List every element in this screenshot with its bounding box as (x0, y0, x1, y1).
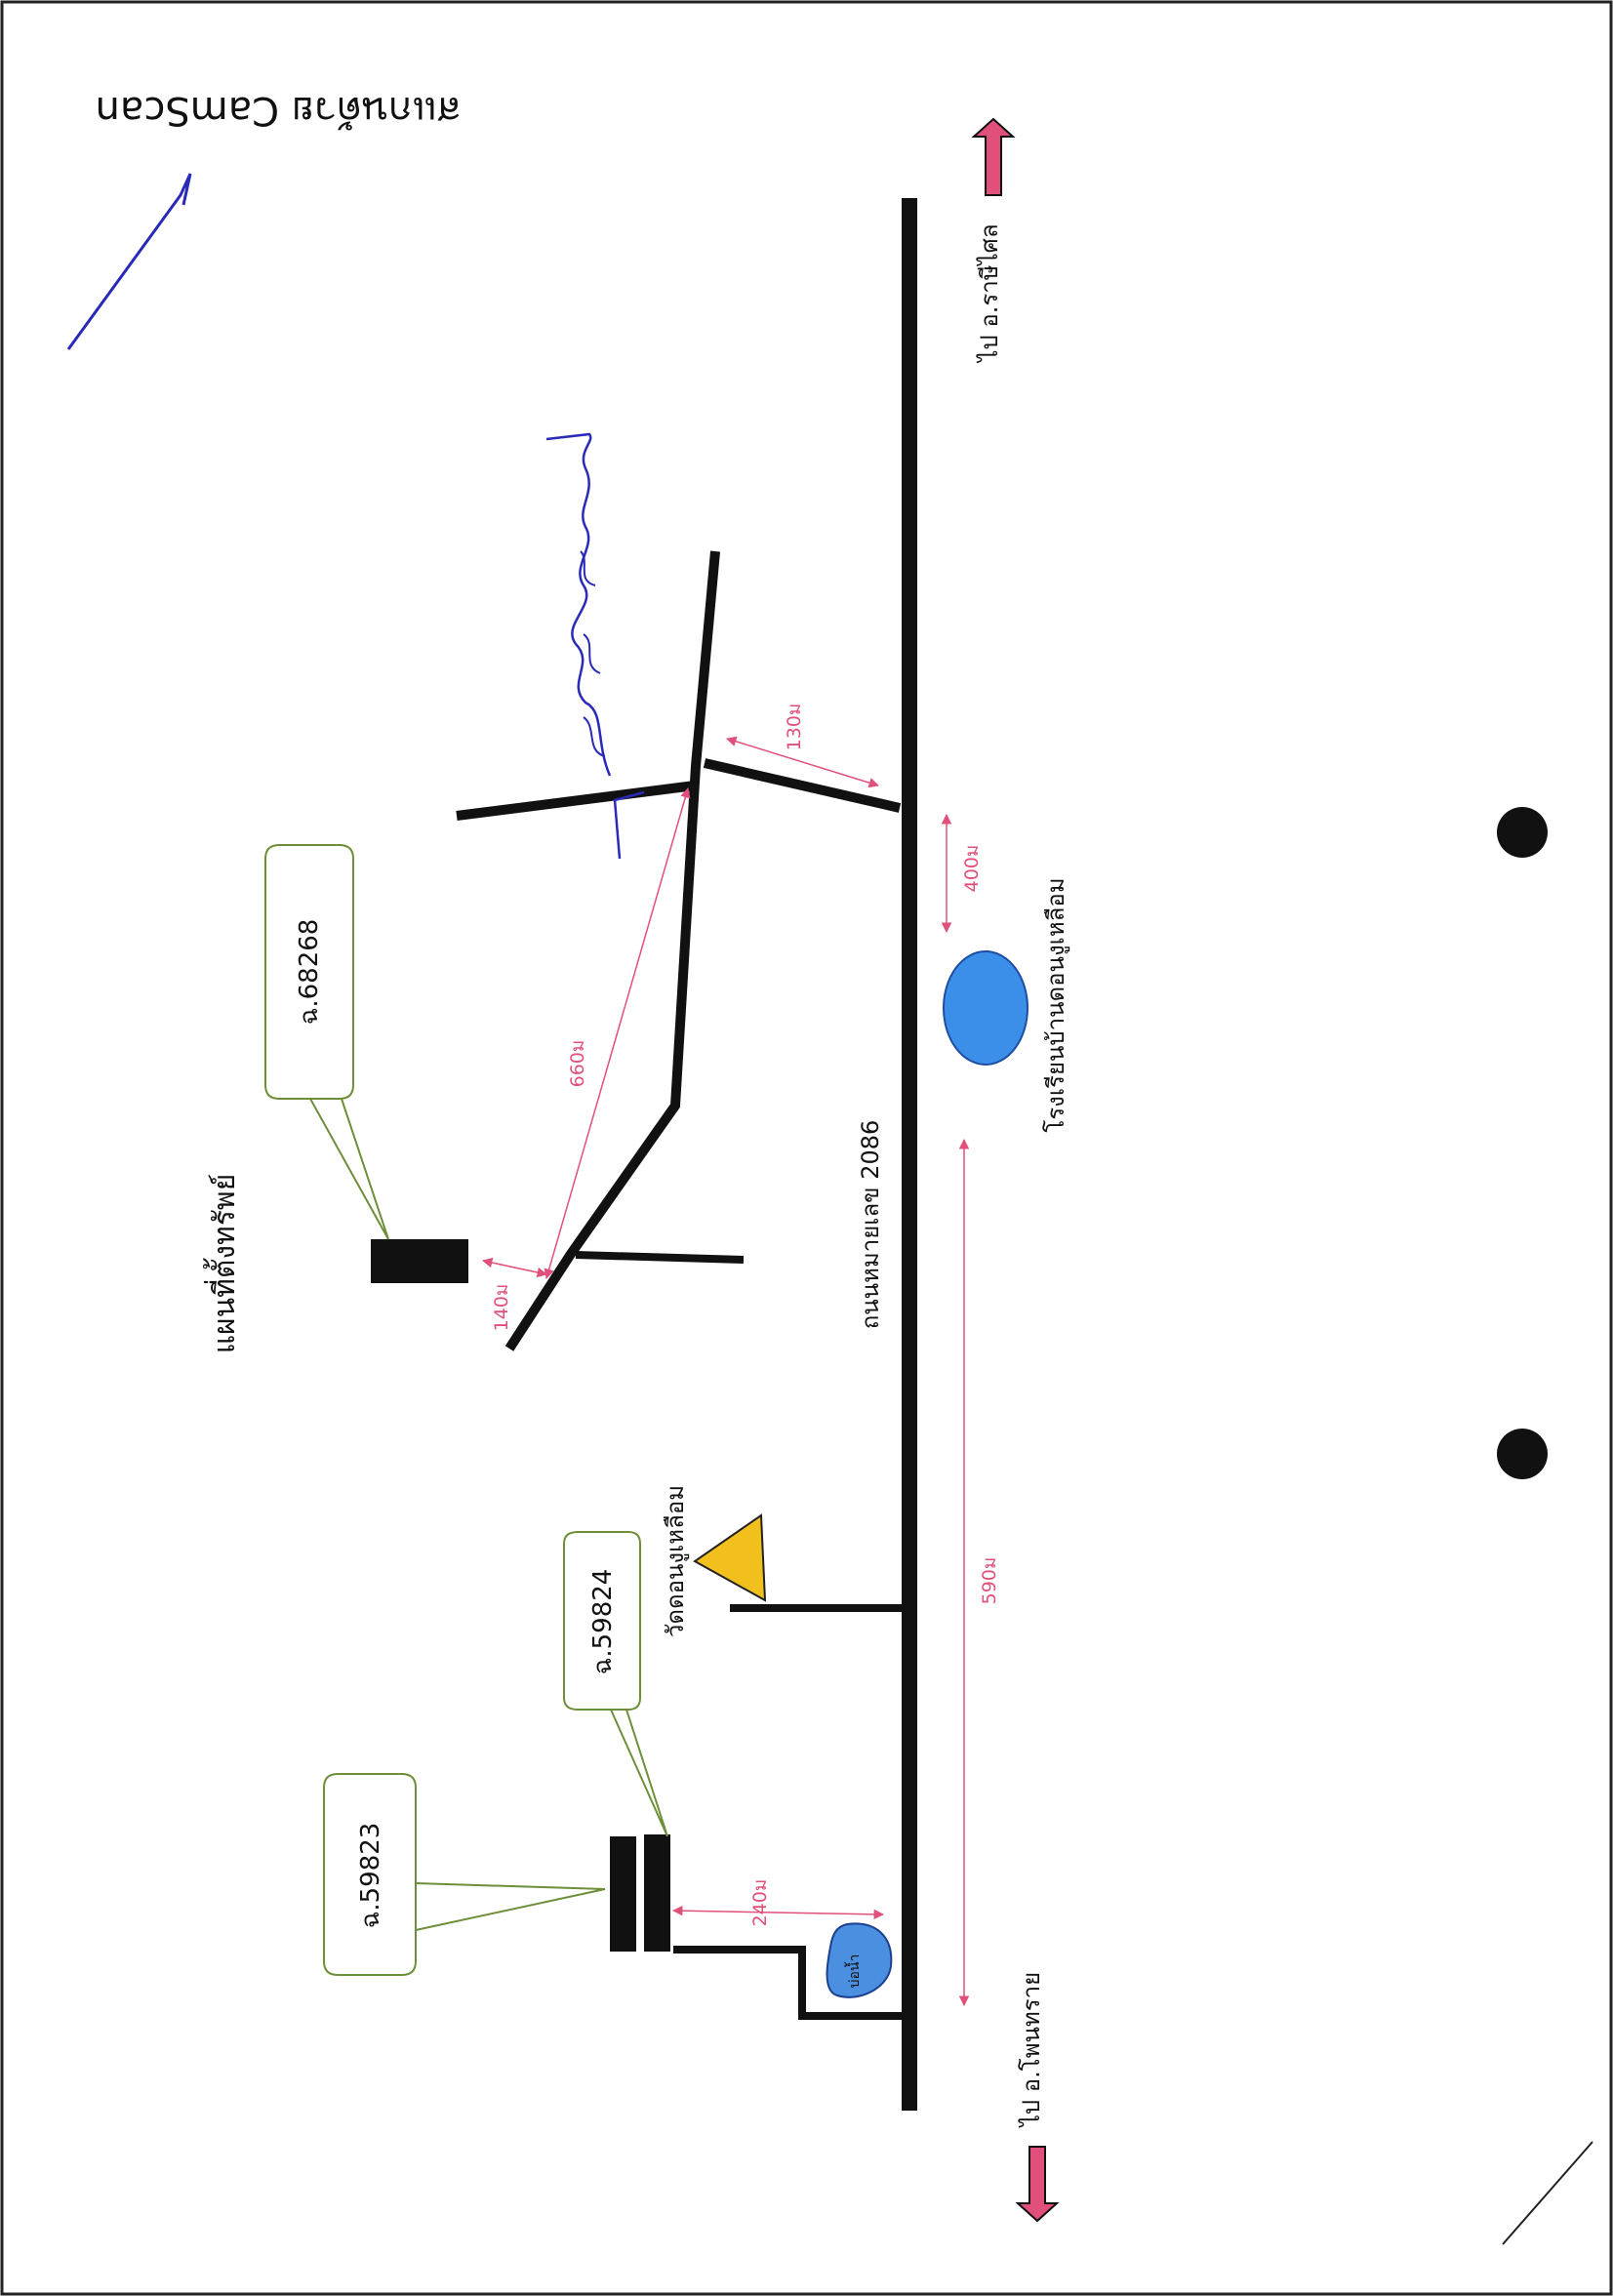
parcel-68268-block (371, 1239, 468, 1283)
school-label: โรงเรียนบ้านดอนงูเหลือม (1042, 877, 1070, 1132)
arrow-up-icon (971, 117, 1016, 196)
parcel-label-68268: ฉ.68268 (295, 919, 324, 1026)
handwritten-signature (545, 432, 645, 860)
lower-access-road (673, 1946, 902, 2020)
distance-label-140m: 140ม (491, 1284, 512, 1332)
camscan-watermark: สแกนด้วย CamScan (96, 88, 462, 133)
parcel-label-59824: ฉ.59824 (588, 1569, 618, 1675)
secondary-road (504, 550, 720, 1351)
callout-parcel-59823: ฉ.59823 (323, 1773, 606, 1976)
parcel-59823-block (610, 1836, 636, 1952)
school-marker (943, 950, 1028, 1066)
direction-label-rasi-salai: ไป อ.ราษีไศล (976, 223, 1003, 363)
distance-arrow-660m (544, 786, 691, 1280)
cross-road-lower (575, 1251, 745, 1264)
distance-label-240m: 240ม (749, 1879, 771, 1927)
pen-check-mark (66, 173, 192, 350)
direction-phon-sai: ไป อ.โพนทราย (1015, 1972, 1060, 2223)
distance-arrow-130m (725, 736, 880, 788)
distance-label-400m: 400ม (961, 845, 983, 893)
direction-label-phon-sai: ไป อ.โพนทราย (1018, 1972, 1045, 2128)
pond-marker (826, 1922, 893, 1998)
branch-road-upper (703, 758, 902, 813)
callout-parcel-68268: ฉ.68268 (264, 844, 389, 1240)
page-curl-line (1502, 2141, 1593, 2245)
map-title: แผนที่ตั้งทรัพย์ (203, 1174, 242, 1354)
pond-label: บ่อน้ำ (844, 1954, 863, 1989)
distance-arrow-140m (481, 1257, 548, 1278)
road-number-label: ถนนหมายเลข 2086 (857, 1120, 884, 1330)
distance-label-130m: 130ม (784, 704, 805, 751)
punch-hole-top (1497, 807, 1548, 858)
callout-parcel-59824: ฉ.59824 (563, 1531, 668, 1837)
parcel-label-59823: ฉ.59823 (356, 1823, 385, 1929)
distance-arrow-240m (671, 1905, 885, 1920)
direction-rasi-salai: ไป อ.ราษีไศล (971, 117, 1016, 364)
parcel-59824-block (644, 1834, 670, 1952)
west-spur-road (456, 781, 696, 821)
temple-triangle-marker (693, 1513, 767, 1602)
temple-label: วัดดอนงูเหลือม (662, 1485, 690, 1637)
distance-label-660m: 660ม (567, 1040, 588, 1088)
arrow-down-icon (1015, 2146, 1060, 2223)
distance-label-590m: 590ม (979, 1557, 1000, 1605)
punch-hole-bottom (1497, 1429, 1548, 1479)
